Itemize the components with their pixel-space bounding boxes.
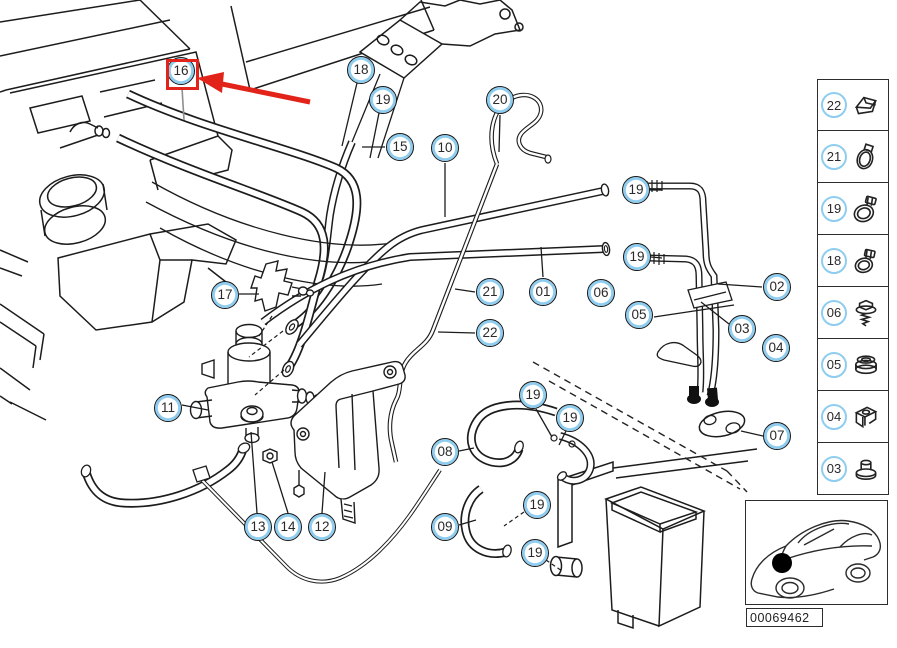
callout-19[interactable]: 19 <box>556 404 584 432</box>
bracket-parts <box>240 360 406 524</box>
highlight-arrow <box>197 72 311 105</box>
engine-illustration <box>0 0 237 421</box>
diagram-code: 00069462 <box>750 610 810 625</box>
callout-07[interactable]: 07 <box>763 422 791 450</box>
legend-callout-03: 03 <box>821 455 847 482</box>
leader-16 <box>181 87 185 121</box>
callout-11[interactable]: 11 <box>154 394 182 422</box>
band-clamp-icon <box>851 142 881 172</box>
callout-18[interactable]: 18 <box>347 56 375 84</box>
legend-callout-06: 06 <box>821 299 847 326</box>
heater-hoses-08-09 <box>460 400 595 558</box>
callout-19[interactable]: 19 <box>622 176 650 204</box>
callout-12[interactable]: 12 <box>308 513 336 541</box>
legend-item-05[interactable]: 05 <box>817 339 889 391</box>
flange-gasket <box>351 0 524 159</box>
callout-01[interactable]: 01 <box>529 278 557 306</box>
legend-item-06[interactable]: 06 <box>817 287 889 339</box>
callout-10[interactable]: 10 <box>431 134 459 162</box>
legend-callout-04: 04 <box>821 403 847 430</box>
callout-02[interactable]: 02 <box>763 273 791 301</box>
legend-item-21[interactable]: 21 <box>817 131 889 183</box>
callout-20[interactable]: 20 <box>486 86 514 114</box>
water-pipes <box>260 183 611 348</box>
legend-callout-21: 21 <box>821 143 847 170</box>
legend-callout-18: 18 <box>821 247 847 274</box>
spring-clip-icon <box>851 90 881 120</box>
car-location-inset <box>745 500 888 605</box>
lower-hose-and-cable <box>80 442 442 584</box>
legend-callout-05: 05 <box>821 351 847 378</box>
callout-13[interactable]: 13 <box>244 513 272 541</box>
bushing-icon <box>851 454 881 484</box>
clip-nut-icon <box>851 402 881 432</box>
legend-item-19[interactable]: 19 <box>817 183 889 235</box>
callout-19[interactable]: 19 <box>369 86 397 114</box>
callout-19[interactable]: 19 <box>519 381 547 409</box>
callout-19[interactable]: 19 <box>521 539 549 567</box>
legend-item-22[interactable]: 22 <box>817 79 889 131</box>
direction-dashed-arrow <box>532 361 748 493</box>
callout-22[interactable]: 22 <box>476 319 504 347</box>
parts-legend: 22 21 19 18 06 05 04 03 <box>817 79 889 495</box>
worm-clamp-large-icon <box>851 194 881 224</box>
callout-14[interactable]: 14 <box>274 513 302 541</box>
screw-icon <box>851 298 881 328</box>
callout-06[interactable]: 06 <box>587 279 615 307</box>
diagram-code-plate: 00069462 <box>746 608 823 627</box>
callout-19[interactable]: 19 <box>523 491 551 519</box>
callout-17[interactable]: 17 <box>211 281 239 309</box>
callout-19[interactable]: 19 <box>623 243 651 271</box>
car-outline-drawing <box>750 519 882 599</box>
pipe-clamp-17 <box>250 260 315 312</box>
highlight-box <box>166 59 199 90</box>
legend-callout-22: 22 <box>821 92 847 118</box>
callout-05[interactable]: 05 <box>625 301 653 329</box>
callout-03[interactable]: 03 <box>728 315 756 343</box>
legend-item-03[interactable]: 03 <box>817 443 889 495</box>
legend-item-04[interactable]: 04 <box>817 391 889 443</box>
callout-08[interactable]: 08 <box>431 438 459 466</box>
callout-leader-lines <box>181 82 764 526</box>
callout-09[interactable]: 09 <box>431 513 459 541</box>
callout-04[interactable]: 04 <box>762 334 790 362</box>
callout-15[interactable]: 15 <box>386 133 414 161</box>
location-dot <box>772 553 792 573</box>
worm-clamp-icon <box>851 246 881 276</box>
assembly-dashed-lines <box>248 315 563 572</box>
legend-callout-19: 19 <box>821 195 847 222</box>
callout-21[interactable]: 21 <box>476 278 504 306</box>
grommet-icon <box>851 350 881 380</box>
legend-item-18[interactable]: 18 <box>817 235 889 287</box>
